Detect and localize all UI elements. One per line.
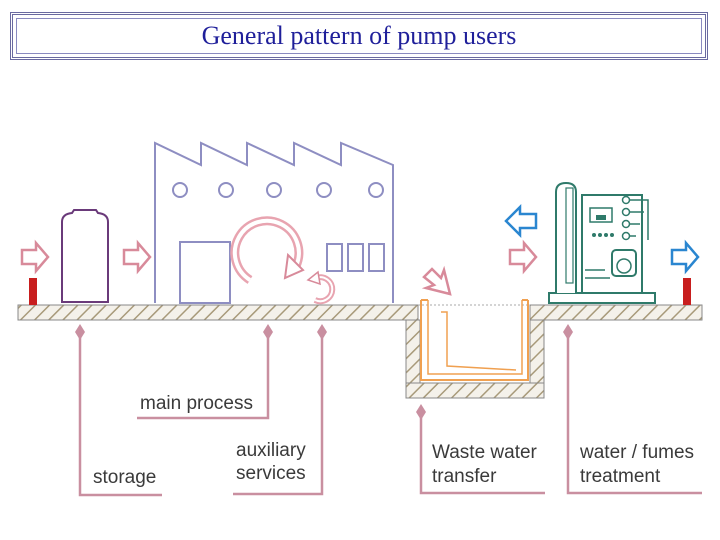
treatment-unit-icon bbox=[548, 181, 656, 304]
leader-diamonds bbox=[75, 324, 573, 420]
blue-right-arrow-icon bbox=[670, 239, 700, 275]
flow-arrow-icon bbox=[122, 239, 152, 275]
label-storage: storage bbox=[93, 467, 156, 488]
waste-inflow-arrow-icon bbox=[421, 265, 452, 296]
label-treatment-line2: treatment bbox=[580, 466, 661, 487]
waste-water-tank-icon bbox=[420, 299, 529, 381]
blue-left-arrow-icon bbox=[504, 203, 538, 239]
input-arrow-icon bbox=[20, 239, 50, 275]
storage-tank-icon bbox=[61, 209, 109, 303]
treatment-inflow-arrow-icon bbox=[508, 239, 538, 275]
label-auxiliary-line2: services bbox=[236, 463, 306, 484]
auxiliary-cycle-icon bbox=[306, 270, 336, 305]
label-auxiliary-line1: auxiliary bbox=[236, 440, 306, 461]
label-main-process: main process bbox=[140, 393, 253, 414]
label-waste-line2: transfer bbox=[432, 466, 497, 487]
ground-strip bbox=[17, 304, 703, 399]
outlet-valve-icon bbox=[683, 278, 691, 305]
label-treatment-line1: water / fumes bbox=[579, 442, 694, 463]
label-waste-line1: Waste water bbox=[432, 442, 538, 463]
title-banner: General pattern of pump users bbox=[10, 12, 708, 60]
inlet-valve-icon bbox=[29, 278, 37, 305]
leader-lines bbox=[78, 332, 702, 497]
page-title: General pattern of pump users bbox=[201, 21, 517, 50]
process-cycle-icon bbox=[230, 216, 305, 284]
title-banner-inner-border bbox=[16, 18, 702, 54]
